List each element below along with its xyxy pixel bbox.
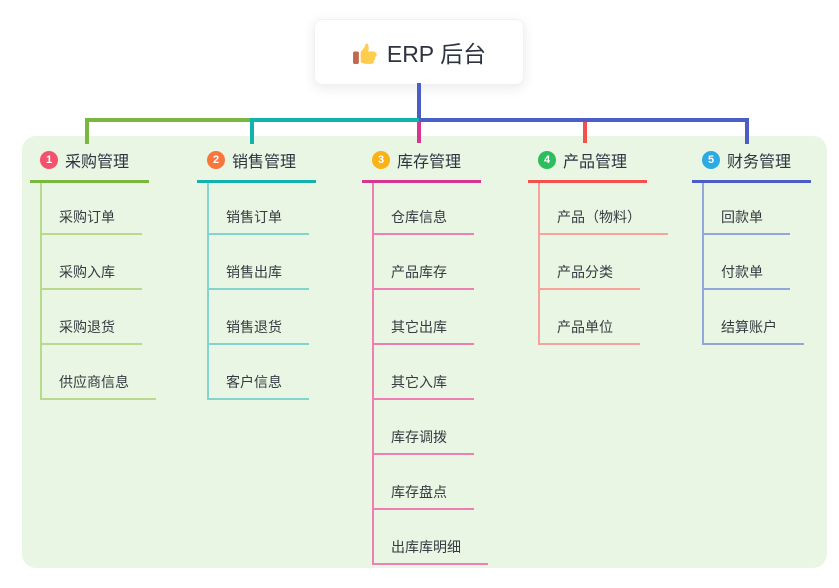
child-node[interactable]: 结算账户 xyxy=(704,317,804,345)
mindmap-panel xyxy=(22,136,827,568)
child-node[interactable]: 库存盘点 xyxy=(374,482,474,510)
badge-3: 3 xyxy=(372,151,390,169)
connector-bus-purchase xyxy=(85,118,254,122)
child-row: 库存盘点 xyxy=(374,455,488,510)
child-row: 回款单 xyxy=(704,183,804,235)
branch-node-purchase[interactable]: 1 采购管理 xyxy=(30,148,150,183)
badge-1: 1 xyxy=(40,151,58,169)
branch-product: 4 产品管理 产品（物料） 产品分类 产品单位 xyxy=(528,148,668,345)
badge-4: 4 xyxy=(538,151,556,169)
branch-label: 财务管理 xyxy=(727,154,792,171)
branch-node-finance[interactable]: 5 财务管理 xyxy=(692,148,812,183)
child-row: 其它入库 xyxy=(374,345,488,400)
branch-label: 库存管理 xyxy=(397,154,462,171)
child-node[interactable]: 库存调拨 xyxy=(374,427,474,455)
branch-label: 采购管理 xyxy=(65,154,130,171)
child-row: 销售退货 xyxy=(209,290,309,345)
child-row: 客户信息 xyxy=(209,345,309,400)
connector-drop-finance xyxy=(745,122,749,144)
child-node[interactable]: 出库库明细 xyxy=(374,537,488,565)
child-row: 出库库明细 xyxy=(374,510,488,565)
connector-drop-product xyxy=(583,122,587,143)
child-node[interactable]: 产品库存 xyxy=(374,262,474,290)
branch-children: 仓库信息 产品库存 其它出库 其它入库 库存调拨 库存盘点 出库库明细 xyxy=(372,183,488,565)
branch-node-product[interactable]: 4 产品管理 xyxy=(528,148,648,183)
child-node[interactable]: 其它出库 xyxy=(374,317,474,345)
child-row: 结算账户 xyxy=(704,290,804,345)
child-node[interactable]: 采购订单 xyxy=(42,207,142,235)
root-node-erp[interactable]: ERP 后台 xyxy=(314,19,524,85)
child-node[interactable]: 产品分类 xyxy=(540,262,640,290)
child-row: 销售订单 xyxy=(209,183,309,235)
child-row: 采购退货 xyxy=(42,290,156,345)
child-node[interactable]: 客户信息 xyxy=(209,372,309,400)
child-node[interactable]: 回款单 xyxy=(704,207,790,235)
child-row: 付款单 xyxy=(704,235,804,290)
child-node[interactable]: 销售订单 xyxy=(209,207,309,235)
child-node[interactable]: 采购退货 xyxy=(42,317,142,345)
child-row: 供应商信息 xyxy=(42,345,156,400)
child-row: 库存调拨 xyxy=(374,400,488,455)
connector-drop-inventory xyxy=(417,122,421,143)
child-row: 产品库存 xyxy=(374,235,488,290)
branch-label: 产品管理 xyxy=(563,154,628,171)
child-row: 产品（物料） xyxy=(540,183,668,235)
branch-children: 回款单 付款单 结算账户 xyxy=(702,183,804,345)
child-row: 仓库信息 xyxy=(374,183,488,235)
child-node[interactable]: 产品单位 xyxy=(540,317,640,345)
connector-bus-sales xyxy=(250,118,419,122)
child-node[interactable]: 供应商信息 xyxy=(42,372,156,400)
child-node[interactable]: 采购入库 xyxy=(42,262,142,290)
branch-node-sales[interactable]: 2 销售管理 xyxy=(197,148,317,183)
child-row: 产品分类 xyxy=(540,235,668,290)
connector-bus-finance xyxy=(419,118,749,122)
child-node[interactable]: 其它入库 xyxy=(374,372,474,400)
thumbs-up-icon xyxy=(352,40,377,65)
child-row: 其它出库 xyxy=(374,290,488,345)
connector-root-stem xyxy=(417,83,421,118)
branch-label: 销售管理 xyxy=(232,154,297,171)
root-node-label: ERP 后台 xyxy=(386,41,487,67)
branch-children: 采购订单 采购入库 采购退货 供应商信息 xyxy=(40,183,156,400)
badge-2: 2 xyxy=(207,151,225,169)
branch-sales: 2 销售管理 销售订单 销售出库 销售退货 客户信息 xyxy=(197,148,317,400)
child-node[interactable]: 销售出库 xyxy=(209,262,309,290)
child-node[interactable]: 产品（物料） xyxy=(540,207,668,235)
child-row: 采购入库 xyxy=(42,235,156,290)
connector-drop-sales xyxy=(250,122,254,144)
branch-node-inventory[interactable]: 3 库存管理 xyxy=(362,148,482,183)
connector-drop-purchase xyxy=(85,122,89,144)
branch-children: 销售订单 销售出库 销售退货 客户信息 xyxy=(207,183,309,400)
child-row: 销售出库 xyxy=(209,235,309,290)
child-node[interactable]: 付款单 xyxy=(704,262,790,290)
badge-5: 5 xyxy=(702,151,720,169)
child-node[interactable]: 仓库信息 xyxy=(374,207,474,235)
branch-finance: 5 财务管理 回款单 付款单 结算账户 xyxy=(692,148,812,345)
branch-inventory: 3 库存管理 仓库信息 产品库存 其它出库 其它入库 库存调拨 库存盘点 出库库… xyxy=(362,148,488,565)
child-row: 产品单位 xyxy=(540,290,668,345)
child-row: 采购订单 xyxy=(42,183,156,235)
branch-children: 产品（物料） 产品分类 产品单位 xyxy=(538,183,668,345)
branch-purchase: 1 采购管理 采购订单 采购入库 采购退货 供应商信息 xyxy=(30,148,156,400)
child-node[interactable]: 销售退货 xyxy=(209,317,309,345)
